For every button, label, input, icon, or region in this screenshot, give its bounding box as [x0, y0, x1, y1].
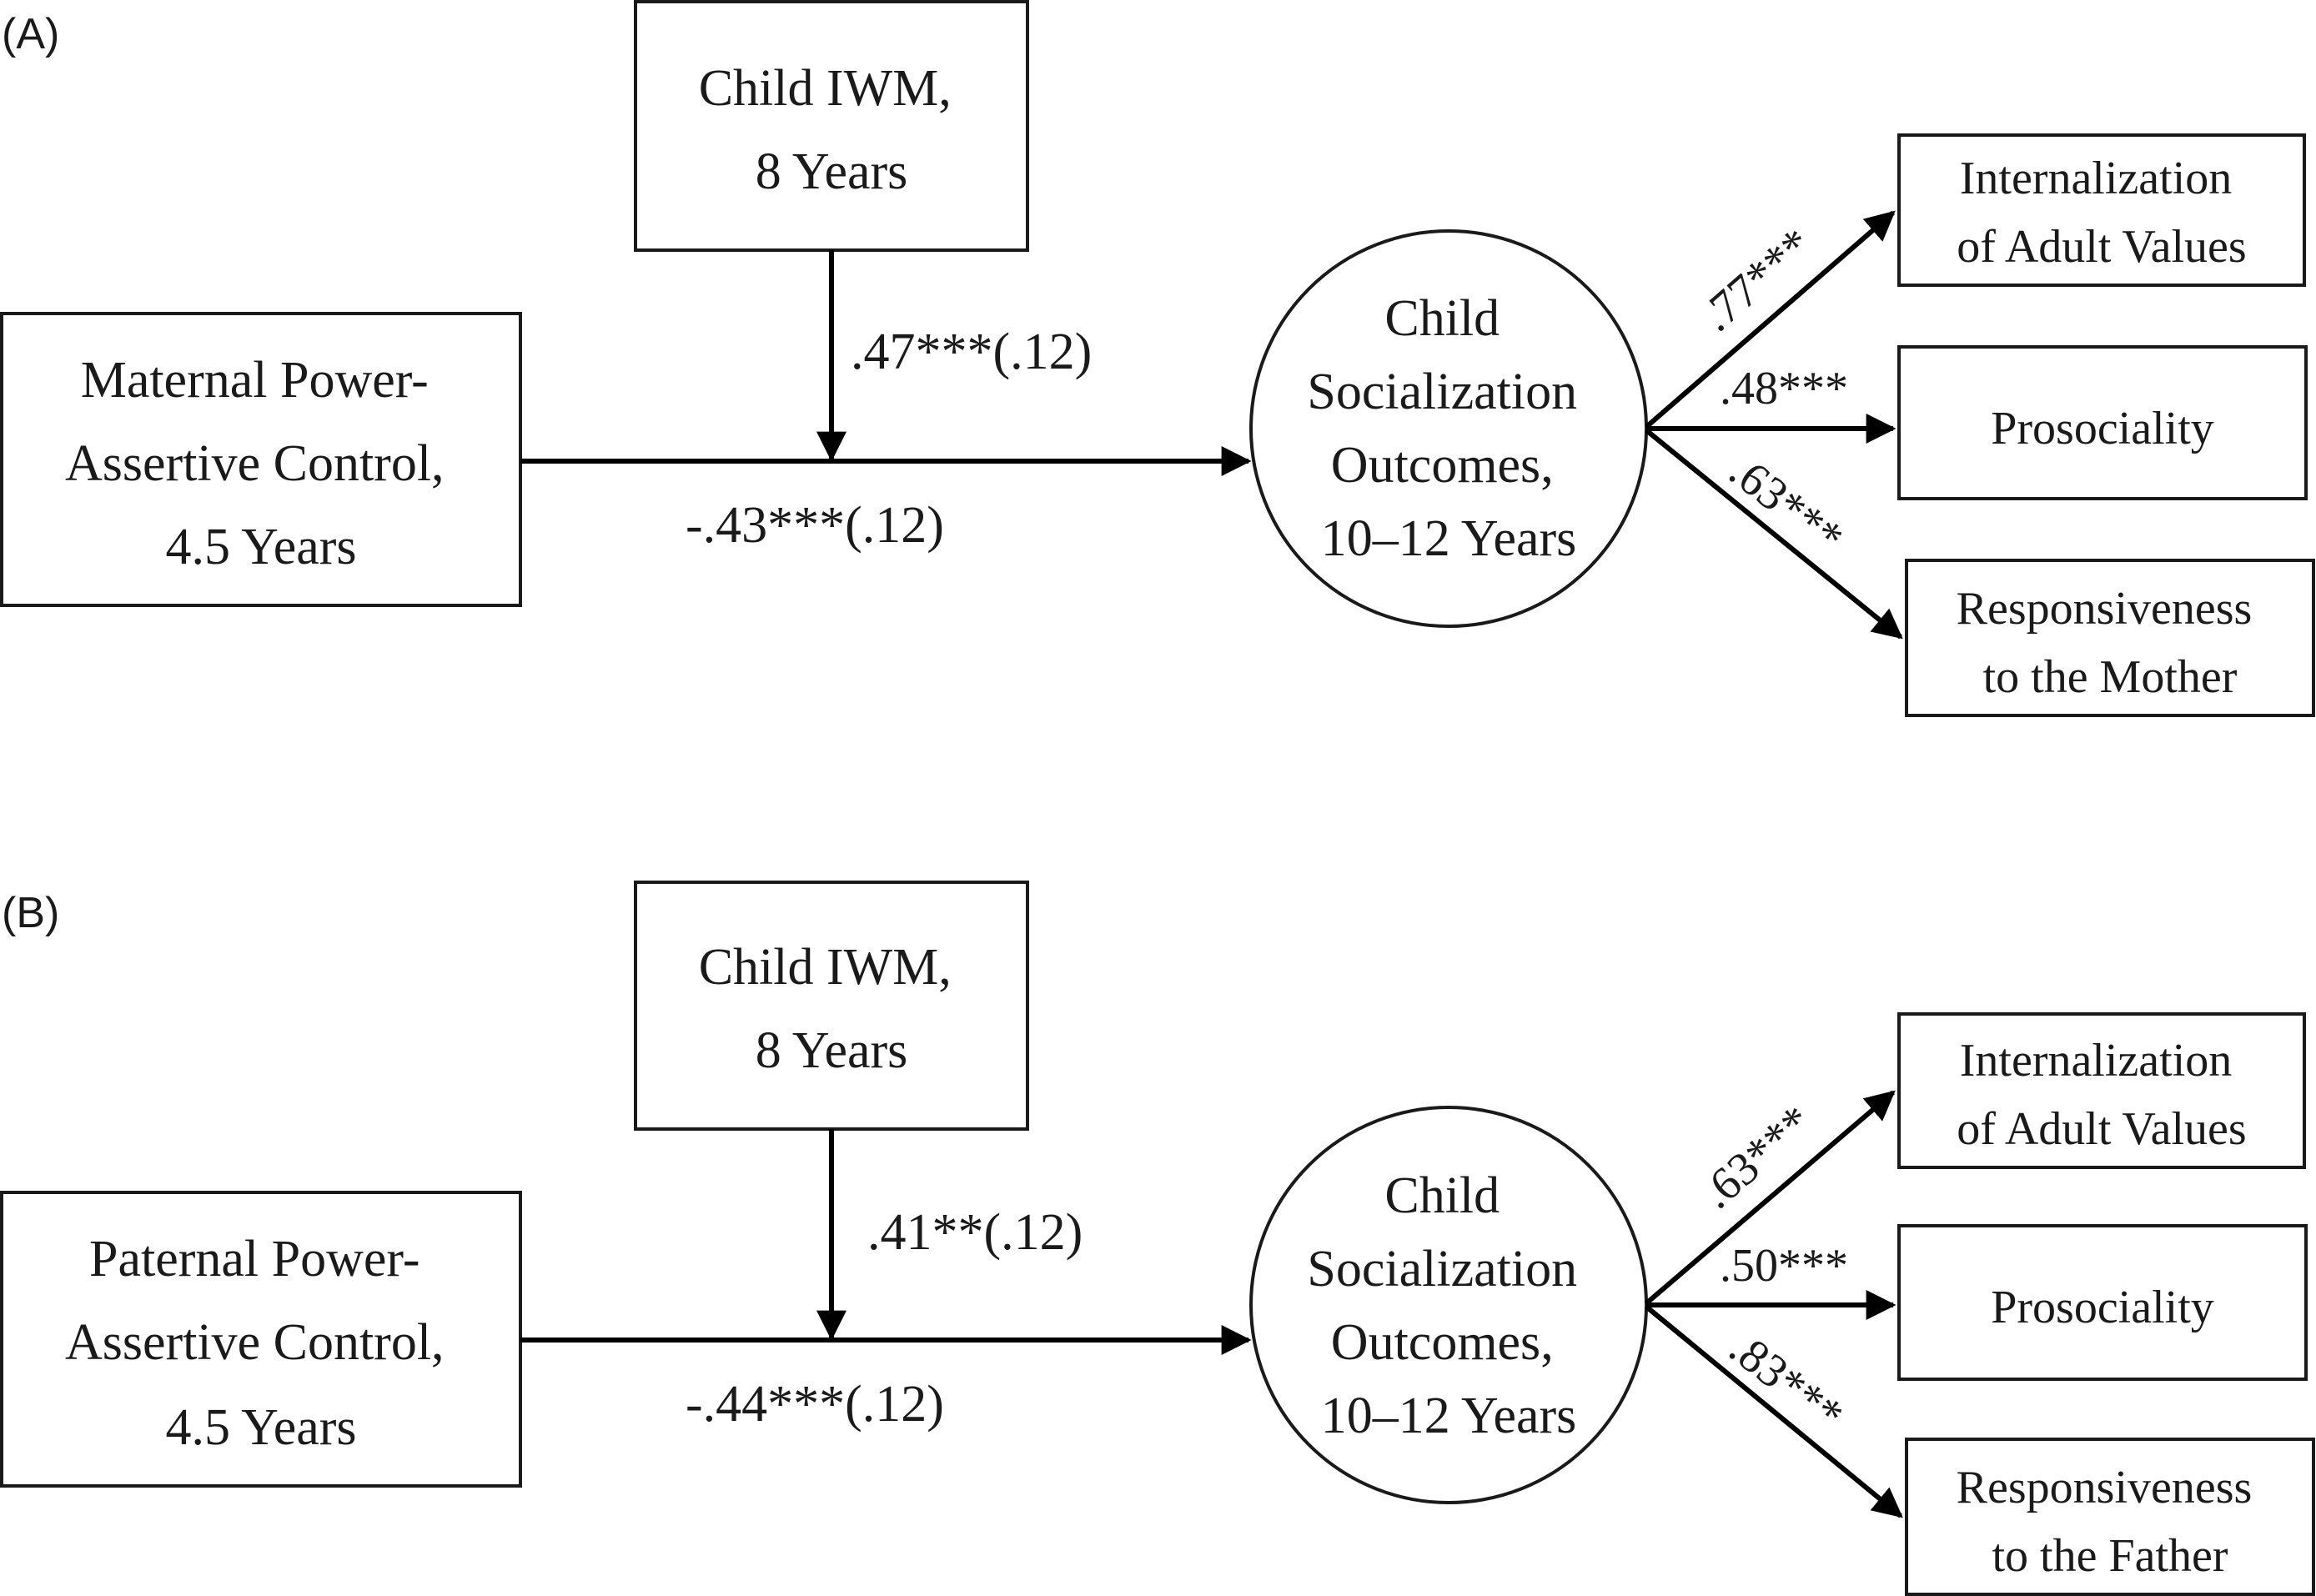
- panel-a-indicator-3-line-2: to the Mother: [1983, 651, 2238, 703]
- panel-b-label: (B): [2, 889, 59, 937]
- panel-b-indicator-responsiveness: Responsiveness to the Father: [1905, 1438, 2315, 1596]
- panel-b-indicator-1-line-1: Internalization: [1960, 1035, 2233, 1087]
- panel-b-moderator-line-2: 8 Years: [756, 1022, 908, 1079]
- panel-a-loading-2: .48***: [1720, 363, 1848, 414]
- svg-text:Paternal Power- Assert: Paternal Power- Assertive Control, 4.5 Y…: [65, 1231, 457, 1456]
- panel-a-outcome-line-1: Child: [1384, 290, 1500, 347]
- panel-a-moderator-box: Child IWM, 8 Years: [634, 0, 1029, 252]
- panel-b-predictor-line-2: Assertive Control,: [65, 1314, 445, 1371]
- panel-a: (A) Child IWM, 8 Years Maternal Power- A…: [0, 0, 2315, 717]
- panel-b-moderation-coef: .41**(.12): [867, 1204, 1083, 1261]
- panel-b-loading-arrow-1: [1645, 1090, 1896, 1306]
- panel-a-moderator-line-2: 8 Years: [756, 143, 908, 200]
- svg-text:Child IWM, 8 Years: Child IWM, 8 Years: [699, 939, 965, 1079]
- panel-a-indicator-3-line-1: Responsiveness: [1957, 583, 2253, 635]
- panel-a-moderation-coef: .47***(.12): [851, 324, 1092, 380]
- panel-b-loading-2: .50***: [1720, 1240, 1848, 1292]
- panel-a-indicator-1-line-1: Internalization: [1960, 153, 2233, 204]
- panel-a-loading-arrow-1: [1645, 210, 1896, 429]
- panel-b-loading-1: .63***: [1691, 1096, 1822, 1219]
- panel-b-moderator-box: Child IWM, 8 Years: [634, 881, 1029, 1131]
- panel-b-predictor-line-3: 4.5 Years: [165, 1399, 356, 1456]
- panel-b-indicator-2-line-1: Prosociality: [1991, 1282, 2214, 1333]
- panel-a-outcome-line-3: Outcomes,: [1331, 437, 1554, 494]
- panel-b-loading-arrow-3: [1645, 1304, 1903, 1518]
- svg-text:Responsiveness to the: Responsiveness to the Mother: [1957, 583, 2264, 703]
- panel-a-predictor-line-1: Maternal Power-: [81, 352, 429, 409]
- panel-a-outcome-circle: Child Socialization Outcomes, 10–12 Year…: [1249, 229, 1648, 628]
- panel-a-indicator-1-line-2: of Adult Values: [1957, 221, 2246, 273]
- panel-a-label: (A): [2, 10, 59, 58]
- panel-b-indicator-1-line-2: of Adult Values: [1957, 1103, 2246, 1155]
- panel-a-predictor-line-3: 4.5 Years: [165, 519, 356, 575]
- panel-b-outcome-circle: Child Socialization Outcomes, 10–12 Year…: [1249, 1106, 1648, 1504]
- svg-text:Child IWM, 8 Years: Child IWM, 8 Years: [699, 60, 965, 200]
- svg-text:Internalization of Adu: Internalization of Adult Values: [1957, 153, 2246, 273]
- panel-b-predictor-box: Paternal Power- Assertive Control, 4.5 Y…: [0, 1191, 522, 1488]
- svg-text:Responsiveness to the: Responsiveness to the Father: [1957, 1462, 2264, 1582]
- panel-a-loading-arrow-3: [1645, 428, 1903, 640]
- panel-b-main-coef: -.44***(.12): [686, 1376, 944, 1433]
- panel-b-outcome-line-2: Socialization: [1307, 1241, 1577, 1297]
- panel-b-indicator-3-line-1: Responsiveness: [1957, 1462, 2253, 1513]
- panel-a-indicator-responsiveness: Responsiveness to the Mother: [1905, 559, 2315, 717]
- panel-b-predictor-line-1: Paternal Power-: [89, 1231, 419, 1287]
- svg-text:Internalization of Adu: Internalization of Adult Values: [1957, 1035, 2246, 1155]
- panel-a-outcome-line-4: 10–12 Years: [1321, 510, 1577, 567]
- panel-a-main-coef: -.43***(.12): [686, 497, 944, 554]
- panel-a-predictor-line-2: Assertive Control,: [65, 435, 445, 492]
- panel-a-moderator-line-1: Child IWM,: [699, 60, 952, 117]
- svg-text:Child Socialization: Child Socialization Outcomes, 10–12 Year…: [1307, 1167, 1590, 1444]
- panel-b-indicator-internalization: Internalization of Adult Values: [1897, 1012, 2306, 1169]
- panel-b-moderator-line-1: Child IWM,: [699, 939, 952, 996]
- panel-b: (B) Child IWM, 8 Years Paternal Power- A…: [0, 881, 2315, 1596]
- panel-b-outcome-line-4: 10–12 Years: [1321, 1388, 1577, 1444]
- panel-a-indicator-prosociality: Prosociality: [1897, 345, 2308, 500]
- panel-a-predictor-box: Maternal Power- Assertive Control, 4.5 Y…: [0, 312, 522, 607]
- panel-a-indicator-internalization: Internalization of Adult Values: [1897, 133, 2306, 287]
- panel-b-outcome-line-1: Child: [1384, 1167, 1500, 1224]
- panel-b-outcome-line-3: Outcomes,: [1331, 1314, 1554, 1371]
- svg-text:Child Socialization: Child Socialization Outcomes, 10–12 Year…: [1307, 290, 1590, 567]
- panel-a-outcome-line-2: Socialization: [1307, 364, 1577, 420]
- panel-a-loading-1: .77***: [1691, 218, 1822, 342]
- svg-text:Maternal Power- Assert: Maternal Power- Assertive Control, 4.5 Y…: [65, 352, 457, 575]
- panel-b-indicator-prosociality: Prosociality: [1897, 1224, 2308, 1381]
- panel-b-indicator-3-line-2: to the Father: [1992, 1530, 2228, 1582]
- panel-a-indicator-2-line-1: Prosociality: [1991, 403, 2214, 454]
